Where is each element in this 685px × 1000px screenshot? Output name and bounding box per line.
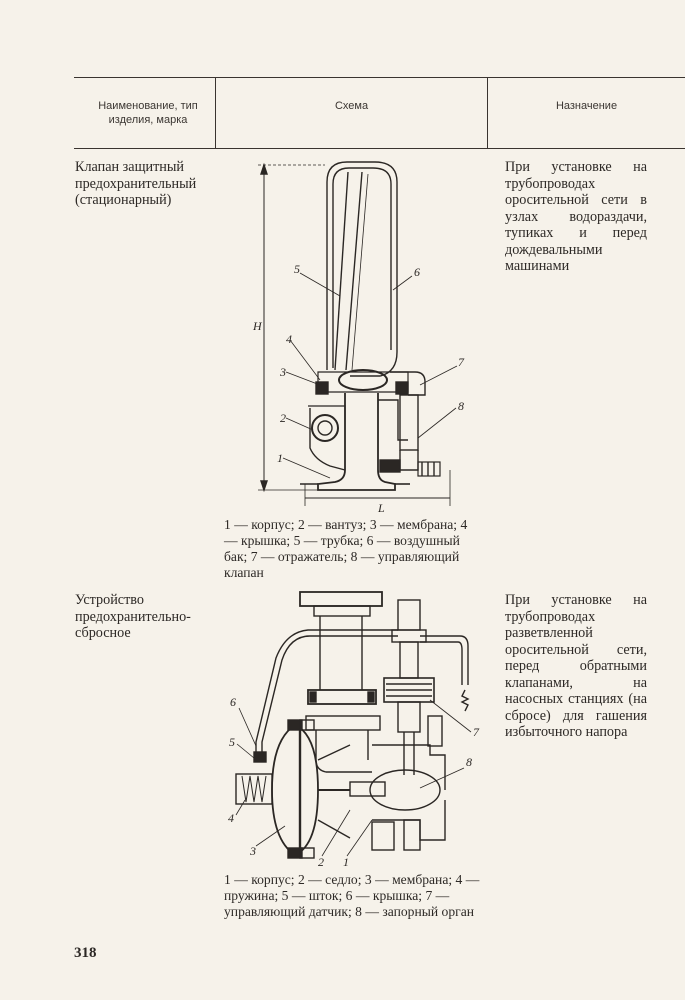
header-divider-1 bbox=[215, 77, 217, 149]
row2-purpose: При установке на трубопроводах разветвле… bbox=[505, 592, 647, 740]
row1-name: Клапан защитный предохранительный (стаци… bbox=[75, 159, 197, 208]
row1-label-8: 8 bbox=[458, 399, 464, 413]
row1-purpose: При установке на трубопроводах ороситель… bbox=[505, 159, 647, 274]
row1-label-4: 4 bbox=[286, 332, 292, 346]
page-number: 318 bbox=[74, 945, 97, 961]
row2-label-8: 8 bbox=[466, 755, 472, 769]
row2-label-2: 2 bbox=[318, 855, 324, 869]
row2-label-4: 4 bbox=[228, 811, 234, 825]
row2-label-5: 5 bbox=[229, 735, 235, 749]
header-scheme: Схема bbox=[334, 100, 369, 112]
header-purpose: Назначение bbox=[555, 100, 618, 112]
row1-caption: 1 — корпус; 2 — вантуз; 3 — мембрана; 4 … bbox=[224, 517, 468, 580]
row1-label-7: 7 bbox=[458, 355, 465, 369]
header-name: Наименование, тип изделия, марка bbox=[98, 100, 198, 126]
header-bottom-rule bbox=[74, 148, 685, 150]
row2-name: Устройство предохранительно-сбросное bbox=[75, 592, 191, 641]
row1-label-2: 2 bbox=[280, 411, 286, 425]
row2-label-1: 1 bbox=[343, 855, 349, 869]
row1-dim-h: H bbox=[252, 319, 263, 333]
row2-label-3: 3 bbox=[249, 844, 256, 858]
row1-label-1: 1 bbox=[277, 451, 283, 465]
row2-label-7: 7 bbox=[473, 725, 480, 739]
row1-dim-l: L bbox=[377, 501, 385, 515]
header-divider-2 bbox=[487, 77, 489, 149]
row2-caption: 1 — корпус; 2 — седло; 3 — мембрана; 4 —… bbox=[224, 872, 480, 919]
row1-label-3: 3 bbox=[279, 365, 286, 379]
row2-label-6: 6 bbox=[230, 695, 236, 709]
row1-label-5: 5 bbox=[294, 262, 300, 276]
table-top-rule bbox=[74, 77, 685, 79]
row1-label-6: 6 bbox=[414, 265, 420, 279]
